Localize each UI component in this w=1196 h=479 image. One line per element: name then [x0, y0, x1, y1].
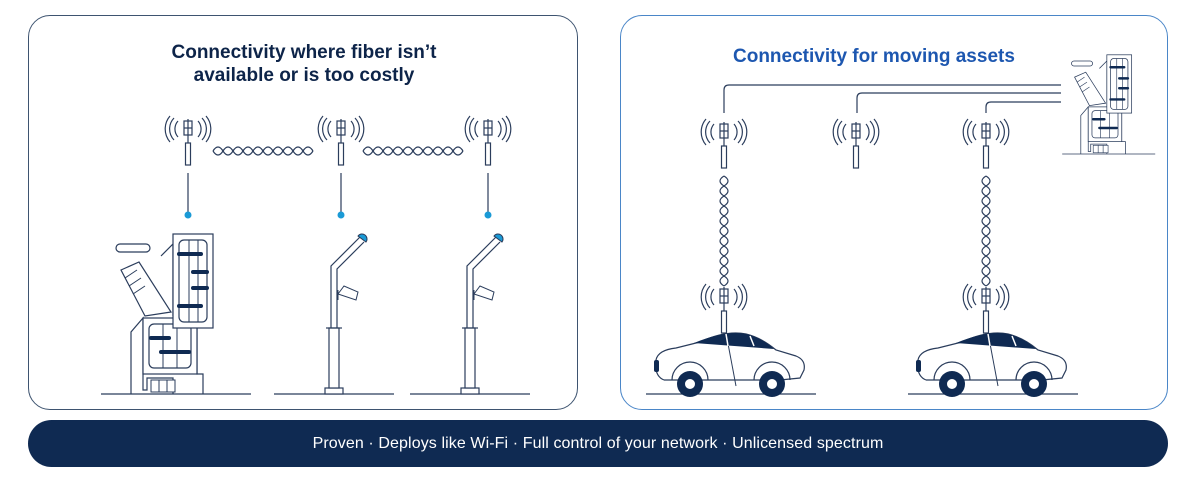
streetlight-camera-pole-icon	[273, 233, 395, 395]
panel-title: Connectivity for moving assets	[733, 46, 1015, 67]
title-line-1: Connectivity where fiber isn’t	[171, 42, 437, 63]
benefits-banner: Proven · Deploys like Wi-Fi · Full contr…	[28, 420, 1168, 467]
fiber-uplink-lines	[723, 84, 1061, 113]
moving-assets-illustration	[645, 53, 1157, 398]
vehicle-icon	[907, 332, 1079, 398]
radio-antenna-icon	[962, 283, 1010, 334]
radio-antenna-icon	[962, 118, 1010, 169]
modular-switch-icon	[99, 232, 253, 396]
radio-antenna-icon	[832, 118, 880, 169]
wireless-link-icon	[719, 175, 729, 287]
benefits-text: Proven · Deploys like Wi-Fi · Full contr…	[312, 434, 884, 452]
fiber-alternative-illustration	[99, 115, 531, 396]
uplink-line	[184, 173, 492, 219]
moving-assets-panel: Connectivity for moving assets	[620, 15, 1168, 410]
radio-antenna-icon	[164, 115, 212, 166]
vehicle-icon	[645, 332, 817, 398]
radio-antenna-icon	[317, 115, 365, 166]
wireless-link-icon	[981, 175, 991, 287]
radio-antenna-icon	[700, 283, 748, 334]
wireless-link-icon	[212, 146, 314, 156]
radio-antenna-icon	[700, 118, 748, 169]
title-line-2: available or is too costly	[193, 65, 415, 86]
modular-switch-icon	[1060, 53, 1157, 156]
panel-title: Connectivity where fiber isn’t available…	[29, 41, 579, 87]
streetlight-camera-pole-icon	[409, 233, 531, 395]
wireless-link-icon	[362, 146, 464, 156]
fiber-alternative-panel: Connectivity where fiber isn’t available…	[28, 15, 578, 410]
radio-antenna-icon	[464, 115, 512, 166]
